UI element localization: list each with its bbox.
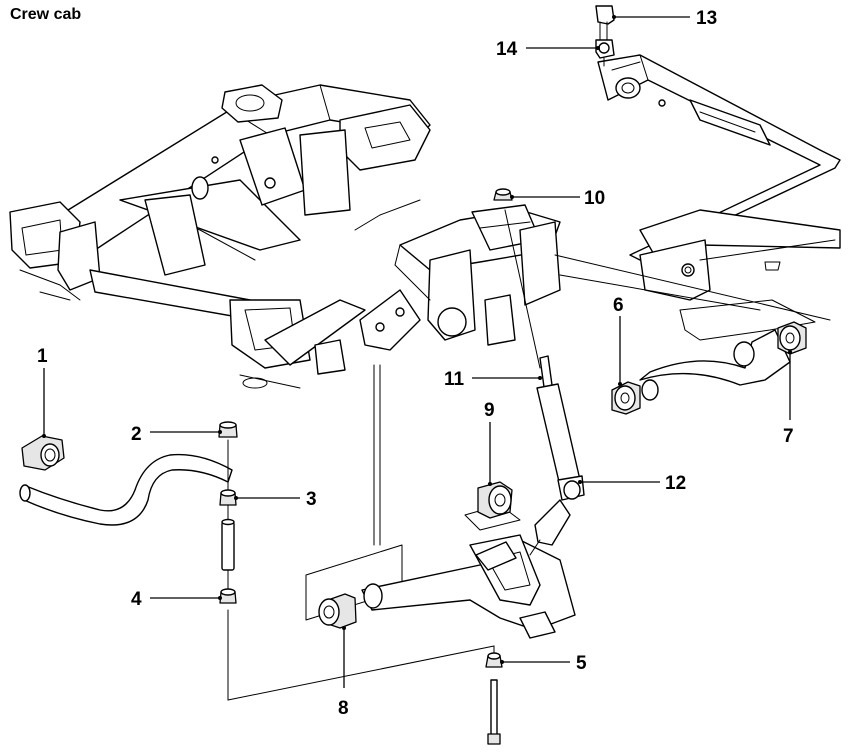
- ball-joint-bolt: [485, 645, 503, 745]
- rear-frame-link: [595, 5, 615, 67]
- callout-7: 7: [783, 426, 794, 447]
- callout-11: 11: [444, 369, 465, 390]
- callout-4: 4: [131, 589, 142, 610]
- diagram-title: Crew cab: [10, 6, 82, 23]
- callout-3: 3: [306, 489, 317, 510]
- lower-arm-bushing-rear: [477, 481, 513, 519]
- callout-2: 2: [131, 424, 142, 445]
- callout-1: 1: [37, 346, 48, 367]
- callout-14: 14: [496, 39, 518, 60]
- callout-9: 9: [484, 400, 495, 421]
- stabilizer-bushing: [21, 435, 65, 471]
- rear-frame-rail: [597, 54, 841, 301]
- front-frame-crossmember: [9, 84, 431, 389]
- callout-5: 5: [576, 653, 587, 674]
- upper-arm-bushing-front: [611, 381, 641, 415]
- callout-6: 6: [613, 295, 624, 316]
- callout-labels: 1 2 3 4 5 6 7 8 9 10 11 12 13 14: [37, 8, 794, 719]
- upper-control-arm: [639, 329, 791, 401]
- callout-10: 10: [584, 188, 605, 209]
- upper-arm-bushing-rear: [777, 321, 807, 355]
- callout-12: 12: [665, 473, 686, 494]
- lower-control-arm: [361, 534, 576, 639]
- stabilizer-link-assembly: [218, 421, 238, 604]
- spring-mount-bracket: [359, 204, 831, 351]
- shock-top-nut: [493, 188, 513, 201]
- callout-13: 13: [696, 8, 717, 29]
- callout-8: 8: [338, 698, 349, 719]
- leader-lines: [42, 15, 792, 688]
- lower-arm-bushing-front: [318, 593, 357, 629]
- shock-absorber: [504, 209, 585, 556]
